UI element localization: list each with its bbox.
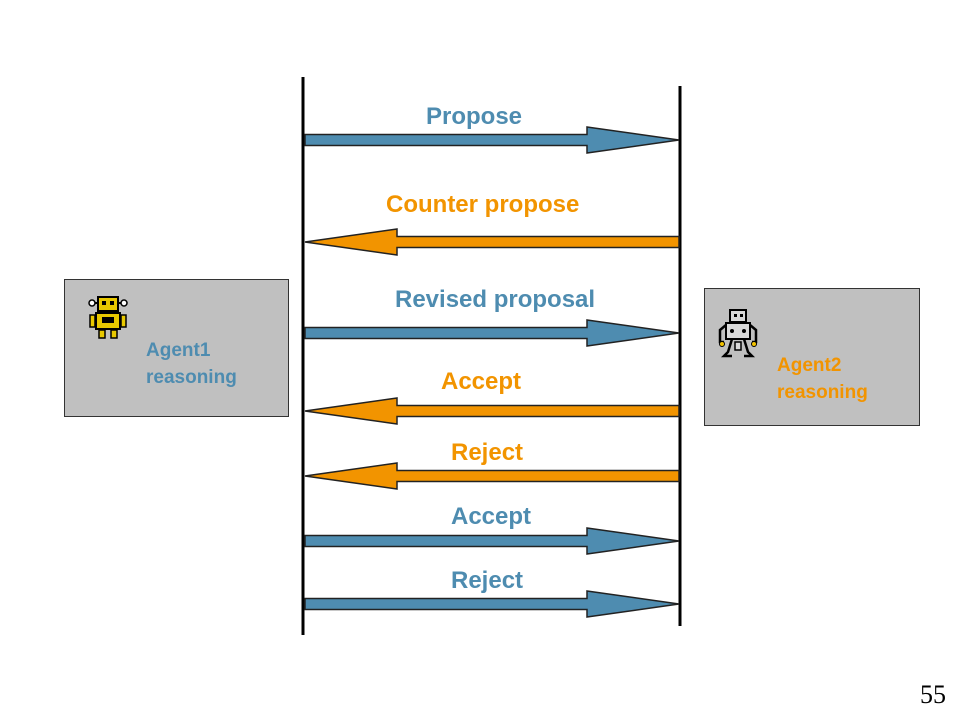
agent1-reasoning-label: reasoning (146, 367, 237, 388)
agent1-name-label: Agent1 (146, 340, 211, 361)
page-number: 55 (920, 680, 946, 709)
message-arrow-5 (304, 462, 680, 490)
message-label-reject-reply: Reject (451, 439, 524, 466)
agent2-name-label: Agent2 (777, 355, 842, 376)
message-label-reject-forward: Reject (451, 567, 524, 594)
message-label-propose: Propose (426, 103, 523, 130)
message-arrows (304, 126, 680, 618)
message-arrow-1 (304, 126, 680, 154)
message-label-accept-forward: Accept (451, 503, 532, 530)
message-label-revised-proposal: Revised proposal (395, 286, 596, 313)
message-label-counter-propose: Counter propose (386, 191, 580, 218)
message-label-accept-reply: Accept (441, 368, 522, 395)
message-arrow-2 (304, 228, 680, 256)
message-arrow-3 (304, 319, 680, 347)
message-arrow-4 (304, 397, 680, 425)
message-arrow-7 (304, 590, 680, 618)
message-arrow-6 (304, 527, 680, 555)
agent2-reasoning-label: reasoning (777, 382, 868, 403)
